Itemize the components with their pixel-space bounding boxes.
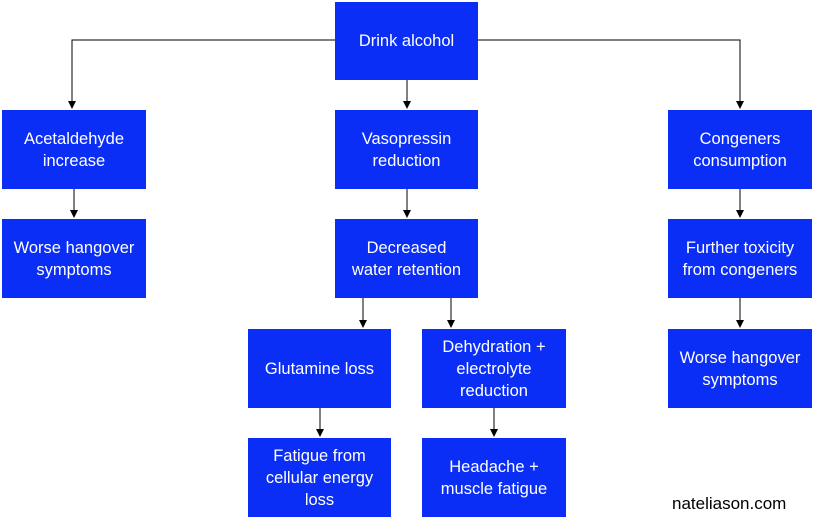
node-glutamine-loss: Glutamine loss: [248, 329, 391, 408]
node-worse-hangover-left: Worse hangover symptoms: [2, 219, 146, 298]
node-congeners-consumption: Congeners consumption: [668, 110, 812, 189]
node-worse-hangover-right: Worse hangover symptoms: [668, 329, 812, 408]
node-dehydration-electrolyte: Dehydration + electrolyte reduction: [422, 329, 566, 408]
node-decreased-water-retention: Decreased water retention: [335, 219, 478, 298]
node-fatigue-cellular-energy: Fatigue from cellular energy loss: [248, 438, 391, 517]
node-drink-alcohol: Drink alcohol: [335, 2, 478, 80]
node-headache-muscle-fatigue: Headache + muscle fatigue: [422, 438, 566, 517]
node-vasopressin-reduction: Vasopressin reduction: [335, 110, 478, 189]
watermark-text: nateliason.com: [672, 494, 787, 513]
connector-drink-to-acetaldehyde: [68, 39, 335, 109]
node-further-toxicity: Further toxicity from congeners: [668, 219, 812, 298]
connector-drink-to-congeners: [478, 39, 744, 109]
node-acetaldehyde-increase: Acetaldehyde increase: [2, 110, 146, 189]
